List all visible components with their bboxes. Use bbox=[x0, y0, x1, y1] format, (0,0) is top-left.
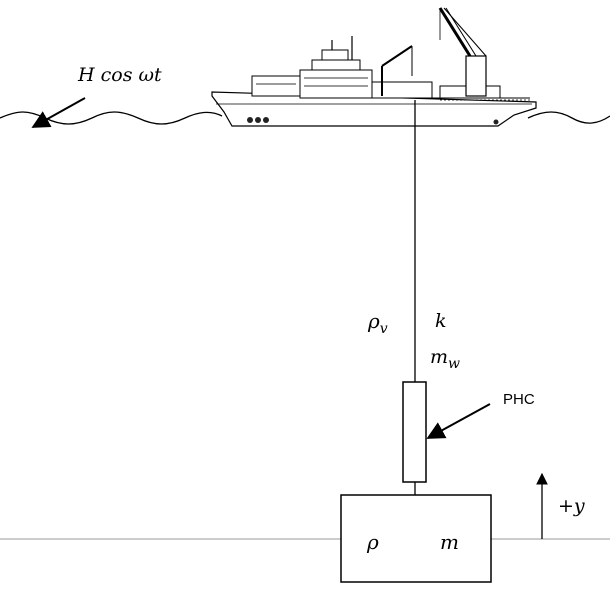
wave-arrow bbox=[31, 97, 86, 128]
phc-mass-label: mw bbox=[430, 346, 460, 372]
sea-surface-wave-left bbox=[0, 111, 223, 125]
phc-cylinder bbox=[402, 381, 427, 483]
cable-stiffness-label: k bbox=[435, 310, 447, 332]
payload-density-label: ρ bbox=[366, 530, 379, 554]
phc-arrow bbox=[426, 403, 491, 439]
payload-box bbox=[340, 494, 492, 583]
cable-density-label: ρv bbox=[367, 309, 388, 337]
sea-surface-wave-right bbox=[527, 111, 610, 124]
payload-mass-label: m bbox=[440, 530, 459, 554]
wave-excitation-label: H cos ωt bbox=[77, 64, 162, 86]
phc-label: PHC bbox=[503, 391, 535, 408]
ship-icon bbox=[211, 7, 537, 127]
positive-y-label: +y bbox=[558, 495, 585, 517]
